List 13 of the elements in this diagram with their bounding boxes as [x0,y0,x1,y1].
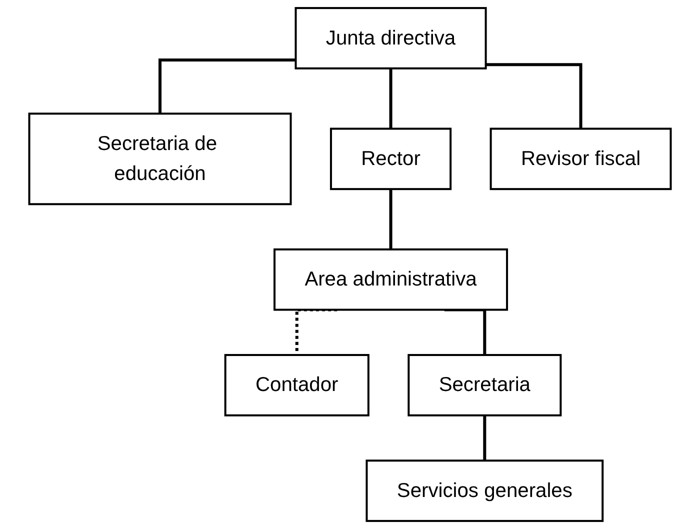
node-box: Area administrativa [274,248,508,311]
node-box: Secretaria [408,354,562,416]
connector [389,66,392,129]
node-box: Servicios generales [366,460,604,522]
connector [486,63,582,129]
node-box: Contador [224,354,370,416]
node-box: Secretaria de educación [28,112,292,206]
connector [483,414,486,461]
node-box: Rector [330,128,452,190]
connector [158,58,296,114]
connector [389,188,392,250]
node-box: Junta directiva [294,7,487,70]
node-box: Revisor fiscal [490,128,672,190]
